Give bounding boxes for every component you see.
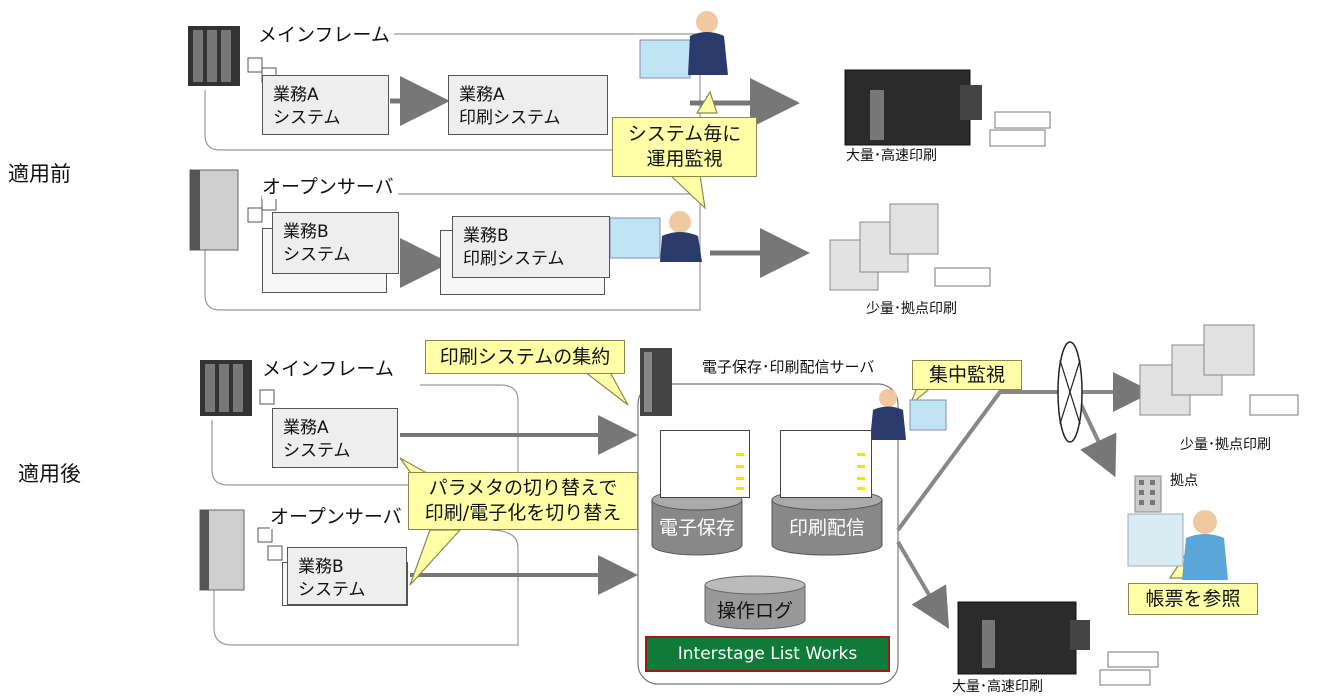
openserver-icon-before (189, 169, 239, 251)
storage-label: 電子保存 (658, 517, 735, 539)
oplog-label: 操作ログ (716, 600, 793, 622)
before-callout-line2: 運用監視 (646, 148, 723, 170)
before-print-b-line1: 業務B (463, 226, 509, 246)
operator-icon-after (870, 389, 947, 440)
oplog-cylinder (704, 575, 806, 630)
after-callout-params-line2: 印刷/電子化を切り替え (424, 502, 622, 524)
after-callout-monitor: 集中監視 (912, 360, 1022, 390)
network-symbol (1057, 341, 1083, 443)
before-print-a-line2: 印刷システム (459, 108, 561, 128)
after-callout-params: パラメタの切り替えで 印刷/電子化を切り替え (408, 472, 638, 530)
after-openserver-label: オープンサーバ (270, 502, 406, 529)
callout-tail-consolidate (583, 371, 629, 406)
branch-label: 拠点 (1170, 473, 1198, 489)
printer-large-after (957, 601, 1159, 686)
building-icon (1134, 475, 1162, 513)
callout-tail-monitor-before (668, 174, 706, 210)
before-job-b-line2: システム (283, 245, 351, 265)
after-job-a-line1: 業務A (283, 418, 329, 438)
before-mainframe-frame (204, 33, 701, 151)
section-before-label: 適用前 (8, 162, 71, 186)
after-job-b-line2: システム (298, 580, 366, 600)
printer-small-after (1139, 324, 1299, 416)
operator-icon-before-mid (609, 211, 702, 262)
before-print-a-line1: 業務A (459, 85, 505, 105)
distribution-doc-preview (780, 430, 872, 498)
after-printer-large-label: 大量･高速印刷 (952, 679, 1043, 695)
section-after-label: 適用後 (18, 462, 81, 486)
openserver-icon-after (199, 509, 245, 591)
before-print-b-line2: 印刷システム (463, 249, 565, 269)
before-print-b-box: 業務B 印刷システム (452, 216, 610, 278)
after-callout-consolidate: 印刷システムの集約 (425, 340, 625, 374)
storage-doc-preview (660, 430, 750, 498)
after-job-a-box: 業務A システム (272, 408, 398, 468)
print-server-icon (640, 348, 672, 416)
callout-tail-monitor-before-up (695, 90, 718, 114)
before-job-a-line2: システム (273, 108, 341, 128)
before-printer-large-label: 大量･高速印刷 (846, 148, 937, 164)
dist-line-large (896, 540, 950, 629)
dist-line-upper (896, 372, 1153, 532)
product-label: Interstage List Works (645, 636, 890, 672)
before-job-a-box: 業務A システム (262, 75, 389, 135)
after-mainframe-label: メインフレーム (262, 354, 398, 381)
before-job-b-line1: 業務B (283, 222, 329, 242)
after-printer-small-label: 少量･拠点印刷 (1180, 437, 1271, 453)
before-job-a-line1: 業務A (273, 85, 319, 105)
before-job-b-box: 業務B システム (272, 212, 399, 274)
mainframe-icon-after (200, 360, 252, 416)
before-print-a-box: 業務A 印刷システム (448, 75, 608, 135)
before-openserver-label: オープンサーバ (262, 172, 398, 199)
before-openserver-frame (204, 193, 701, 311)
mainframe-icon-before (188, 26, 240, 86)
operator-icon-before-top (639, 11, 728, 79)
server-frame (637, 383, 899, 685)
after-job-b-box: 業務B システム (287, 547, 407, 605)
branch-user-icon (1127, 510, 1228, 580)
after-callout-view: 帳票を参照 (1128, 583, 1258, 615)
distribution-label: 印刷配信 (788, 517, 865, 539)
before-mainframe-label: メインフレーム (258, 20, 394, 47)
printer-small-before (829, 203, 991, 291)
after-openserver-frame (213, 529, 519, 646)
after-job-a-line2: システム (283, 441, 351, 461)
after-callout-params-line1: パラメタの切り替えで (428, 477, 618, 499)
before-callout-monitor: システム毎に 運用監視 (612, 117, 757, 177)
server-label: 電子保存･印刷配信サーバ (702, 358, 875, 376)
printer-large-before (844, 69, 1051, 147)
before-callout-line1: システム毎に (627, 123, 742, 145)
before-printer-small-label: 少量･拠点印刷 (866, 301, 957, 317)
callout-tail-params-down (409, 529, 462, 586)
after-job-b-line1: 業務B (298, 557, 344, 577)
